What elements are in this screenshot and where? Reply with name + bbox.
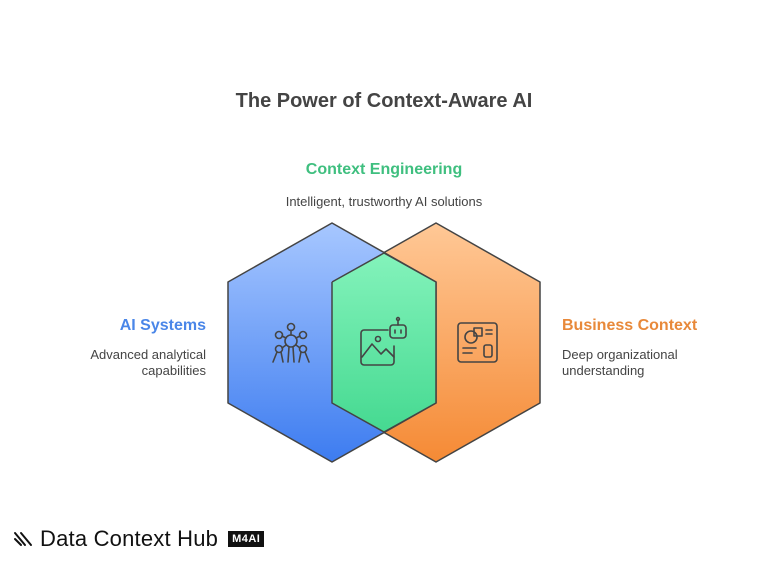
ai-systems-description-line1: Advanced analytical [90,347,206,362]
business-context-title: Business Context [562,317,698,334]
ai-systems-description: Advanced analytical capabilities [60,347,206,379]
context-engineering-title: Context Engineering [305,161,463,178]
brand-footer: Data Context Hub M4AI [12,525,265,553]
brand-badge: M4AI [228,531,265,547]
business-context-description-line1: Deep organizational [562,347,678,362]
dashboard-panel-icon [457,322,498,363]
business-context-description-line2: understanding [562,363,645,378]
ai-systems-title: AI Systems [119,317,206,334]
ai-systems-description-line2: capabilities [141,363,206,378]
context-engineering-intersection [332,223,436,462]
context-engineering-description: Intelligent, trustworthy AI solutions [285,194,483,209]
atom-network-icon [272,322,310,363]
business-context-description: Deep organizational understanding [562,347,762,379]
brand-name: Data Context Hub [40,526,219,551]
image-robot-icon [360,316,407,366]
brand-logo-icon [14,532,32,546]
diagram-title: The Power of Context-Aware AI [235,90,533,112]
